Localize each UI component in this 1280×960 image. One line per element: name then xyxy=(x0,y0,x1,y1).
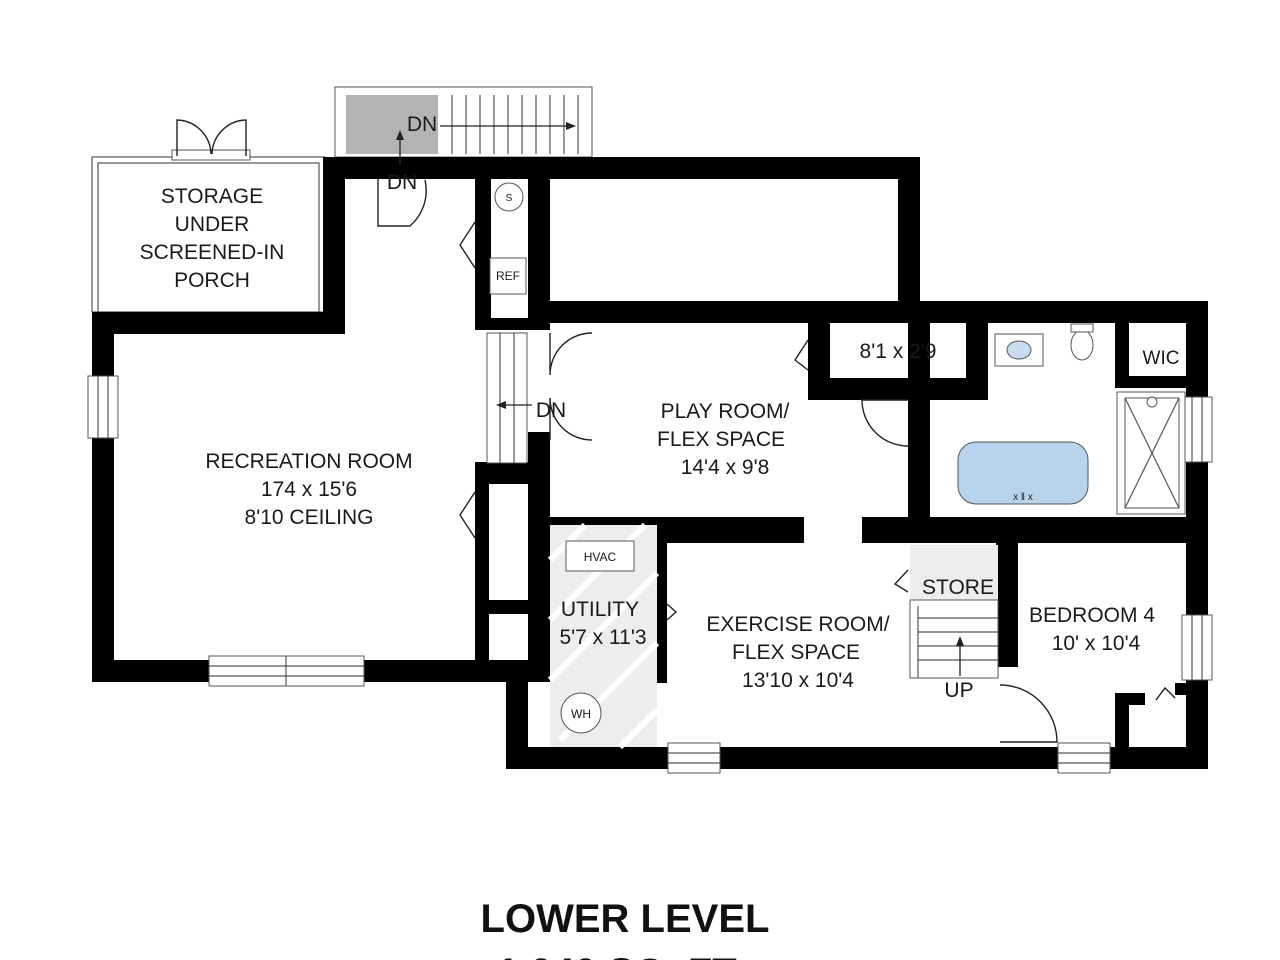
sink-circle-icon xyxy=(494,182,524,212)
water-heater-label: WH xyxy=(571,707,591,721)
closet-dimensions: 8'1 x 2'9 xyxy=(860,340,937,363)
area-line: 1,040 SQ. FT. xyxy=(497,951,744,960)
hvac-icon xyxy=(565,540,635,572)
bedroom-4-label: BEDROOM 4 10' x 10'4 xyxy=(1029,604,1155,655)
play-room-label: PLAY ROOM/ FLEX SPACE 14'4 x 9'8 xyxy=(657,400,790,479)
refrigerator-label: REF xyxy=(496,269,520,283)
svg-text:13'10 x 10'4: 13'10 x 10'4 xyxy=(742,669,854,692)
hvac-label: HVAC xyxy=(584,550,617,564)
wic-label: WIC xyxy=(1143,348,1180,369)
svg-text:10' x 10'4: 10' x 10'4 xyxy=(1052,632,1141,655)
porch-doors xyxy=(176,119,247,156)
water-heater-icon xyxy=(560,692,602,734)
toilet-icon xyxy=(1070,329,1094,361)
windows xyxy=(87,332,1213,774)
store-label: STORE xyxy=(922,576,994,599)
level-title: LOWER LEVEL xyxy=(481,897,770,941)
bathroom-fixtures: x ‖ x xyxy=(957,323,1186,515)
utility-label: UTILITY 5'7 x 11'3 xyxy=(559,598,646,649)
svg-text:BEDROOM 4: BEDROOM 4 xyxy=(1029,604,1155,627)
refrigerator-icon xyxy=(489,257,527,295)
svg-text:UTILITY: UTILITY xyxy=(561,598,639,621)
doors xyxy=(377,179,1176,743)
svg-text:SCREENED-IN: SCREENED-IN xyxy=(140,241,285,264)
svg-text:UNDER: UNDER xyxy=(175,213,250,236)
interior-stair xyxy=(909,545,999,679)
stair-dn-hall: DN xyxy=(536,399,566,422)
exercise-room-label: EXERCISE ROOM/ FLEX SPACE 13'10 x 10'4 xyxy=(706,613,889,692)
svg-text:174 x 15'6: 174 x 15'6 xyxy=(261,478,357,501)
sink-label: S xyxy=(506,193,513,204)
storage-porch-label: STORAGE UNDER SCREENED-IN PORCH xyxy=(140,185,285,292)
stair-dn-exterior: DN xyxy=(407,113,437,136)
svg-text:5'7 x 11'3: 5'7 x 11'3 xyxy=(559,626,646,649)
recreation-room-label: RECREATION ROOM 174 x 15'6 8'10 CEILING xyxy=(205,450,412,529)
svg-text:14'4 x 9'8: 14'4 x 9'8 xyxy=(681,456,770,479)
svg-text:x ‖ x: x ‖ x xyxy=(1013,492,1033,503)
exterior-stair xyxy=(334,86,593,158)
svg-text:PORCH: PORCH xyxy=(174,269,250,292)
svg-text:FLEX SPACE: FLEX SPACE xyxy=(657,428,785,451)
svg-text:RECREATION ROOM: RECREATION ROOM xyxy=(205,450,412,473)
svg-text:PLAY ROOM/: PLAY ROOM/ xyxy=(661,400,790,423)
svg-text:FLEX SPACE: FLEX SPACE xyxy=(732,641,860,664)
stair-dn-entry: DN xyxy=(387,171,417,194)
fixtures: S REF HVAC WH xyxy=(489,182,635,734)
svg-text:STORAGE: STORAGE xyxy=(161,185,263,208)
svg-text:8'10 CEILING: 8'10 CEILING xyxy=(245,506,374,529)
stair-up: UP xyxy=(944,679,973,702)
svg-text:EXERCISE ROOM/: EXERCISE ROOM/ xyxy=(706,613,889,636)
bathtub-icon xyxy=(957,441,1089,505)
entry-arrow xyxy=(396,130,404,165)
hall-arrow xyxy=(496,401,532,409)
